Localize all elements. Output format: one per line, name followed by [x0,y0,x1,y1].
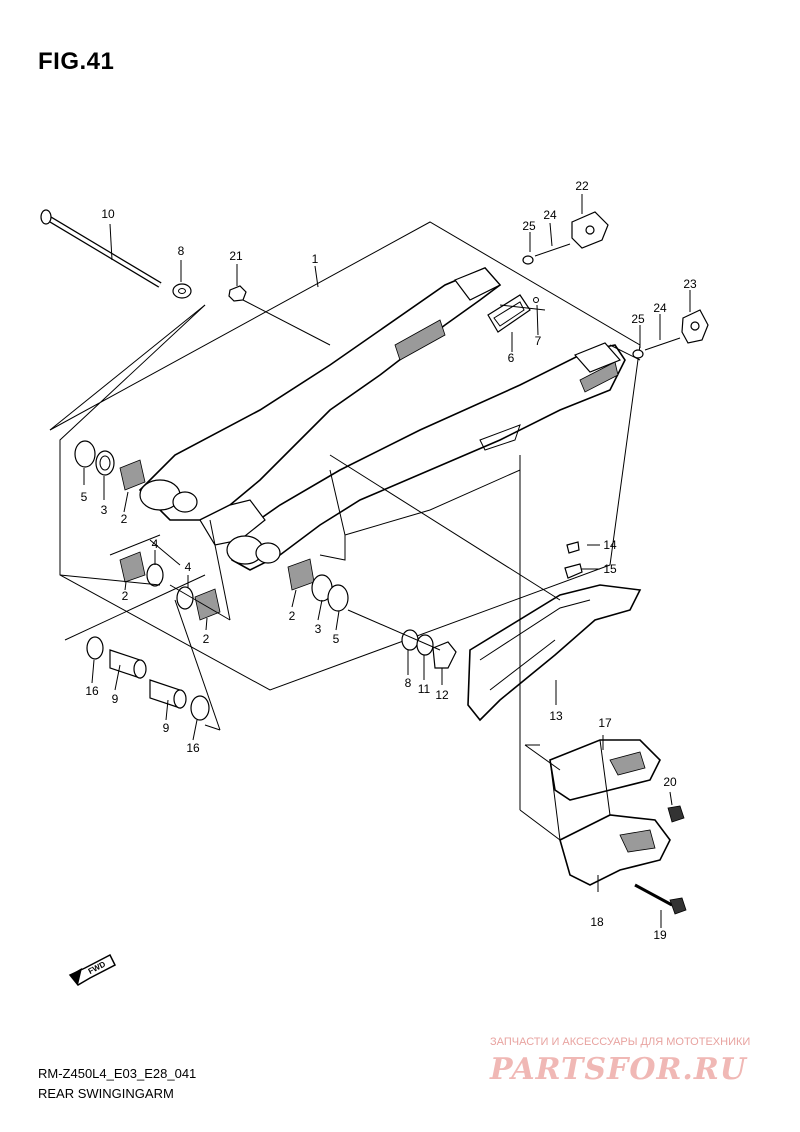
part-label-2-left: 2 [121,512,128,526]
leader-lines [83,194,691,928]
part-label-16-right: 16 [186,741,200,755]
swingarm-body [138,267,626,571]
part-label-7: 7 [535,334,542,348]
part-label-3-right: 3 [315,622,322,636]
part-label-24-right: 24 [653,301,667,315]
bearing-set-left [74,440,349,621]
part-label-2-mid: 2 [122,589,129,603]
part-label-8-top: 8 [178,244,185,258]
part-label-2-lower: 2 [203,632,210,646]
part-label-5-left: 5 [81,490,88,504]
part-label-17: 17 [598,716,612,730]
chain-guide-parts-17-18 [549,739,671,886]
part-label-9-left: 9 [112,692,119,706]
collar-parts-9-16 [86,636,210,721]
model-code: RM-Z450L4_E03_E28_041 [38,1066,197,1081]
washer-nut-parts-8-11-12 [401,629,457,669]
part-label-15: 15 [603,562,617,576]
part-label-23: 23 [683,277,697,291]
part-label-21: 21 [229,249,243,263]
part-label-4-lower: 4 [185,560,192,574]
part-label-8-bottom: 8 [405,676,412,690]
watermark-logo: PARTSFOR.RU [490,1052,747,1087]
part-label-3-left: 3 [101,503,108,517]
part-number-labels: 1 10 8 21 22 24 25 23 24 25 6 7 14 15 13… [81,179,697,942]
adjuster-parts-22-25 [487,211,709,359]
chain-slider-part-13 [467,541,642,722]
part-label-10: 10 [101,207,115,221]
part-label-16-left: 16 [85,684,99,698]
figure-title: FIG.41 [38,48,115,75]
part-label-4-upper: 4 [152,537,159,551]
part-label-12: 12 [435,688,449,702]
part-label-18: 18 [590,915,604,929]
part-label-11: 11 [418,682,431,696]
assembly-frame [49,221,641,691]
bolt-parts-19-20 [634,805,687,915]
part-label-25-right: 25 [631,312,645,326]
part-label-19: 19 [653,928,667,942]
assembly-reference-lines [49,299,641,841]
nut-part-21 [228,285,247,302]
section-title: REAR SWINGINGARM [38,1086,174,1101]
part-label-13: 13 [549,709,563,723]
part-label-1: 1 [312,252,319,266]
part-label-9-right: 9 [163,721,170,735]
part-label-6: 6 [508,351,515,365]
pivot-shaft-part-10 [40,209,192,299]
part-label-5-right: 5 [333,632,340,646]
forward-arrow-icon: FWD [68,953,117,986]
part-label-24-top: 24 [543,208,557,222]
part-label-2-right: 2 [289,609,296,623]
part-label-25-top: 25 [522,219,536,233]
part-label-20: 20 [663,775,677,789]
part-label-22: 22 [575,179,589,193]
watermark-tagline: ЗАПЧАСТИ И АКСЕССУАРЫ ДЛЯ МОТОТЕХНИКИ [490,1036,751,1048]
part-label-14: 14 [603,538,617,552]
